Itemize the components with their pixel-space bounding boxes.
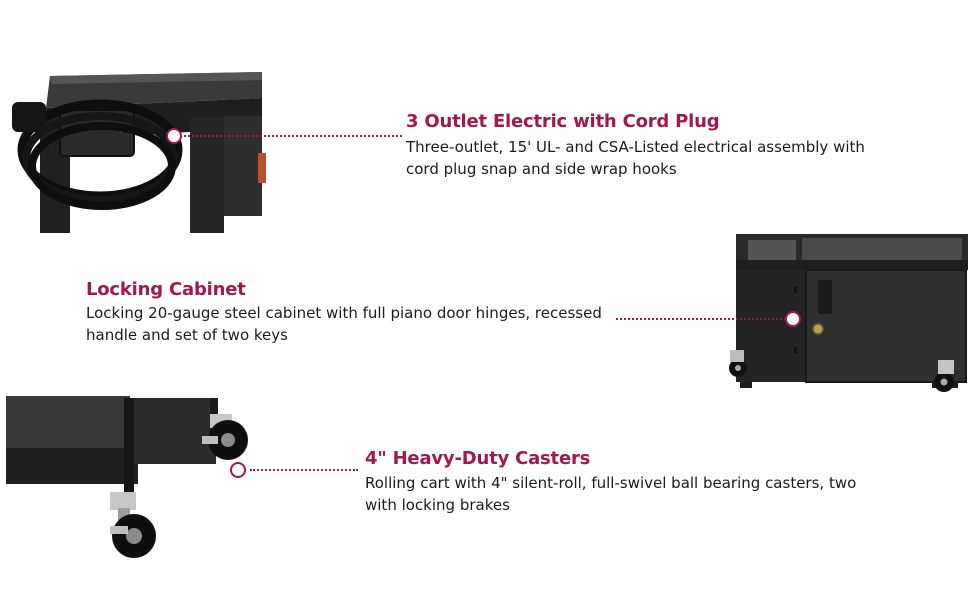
cabinet-marker: [785, 311, 801, 327]
feature-title-casters: 4" Heavy-Duty Casters: [365, 448, 591, 469]
cabinet-leader-line: [616, 318, 786, 320]
feature-desc-casters: Rolling cart with 4" silent-roll, full-s…: [365, 474, 857, 514]
electric-leader-line: [180, 135, 402, 137]
feature-title-cabinet: Locking Cabinet: [86, 279, 246, 300]
electric-outlet-photo: [12, 72, 266, 233]
casters-leader-line: [250, 469, 358, 471]
feature-desc-cabinet: Locking 20-gauge steel cabinet with full…: [86, 304, 602, 344]
casters-marker: [230, 462, 246, 478]
locking-cabinet-photo: [729, 234, 968, 392]
casters-photo: [6, 396, 248, 558]
feature-desc-electric: Three-outlet, 15' UL- and CSA-Listed ele…: [406, 138, 865, 178]
electric-marker: [166, 128, 182, 144]
feature-title-electric: 3 Outlet Electric with Cord Plug: [406, 111, 720, 132]
